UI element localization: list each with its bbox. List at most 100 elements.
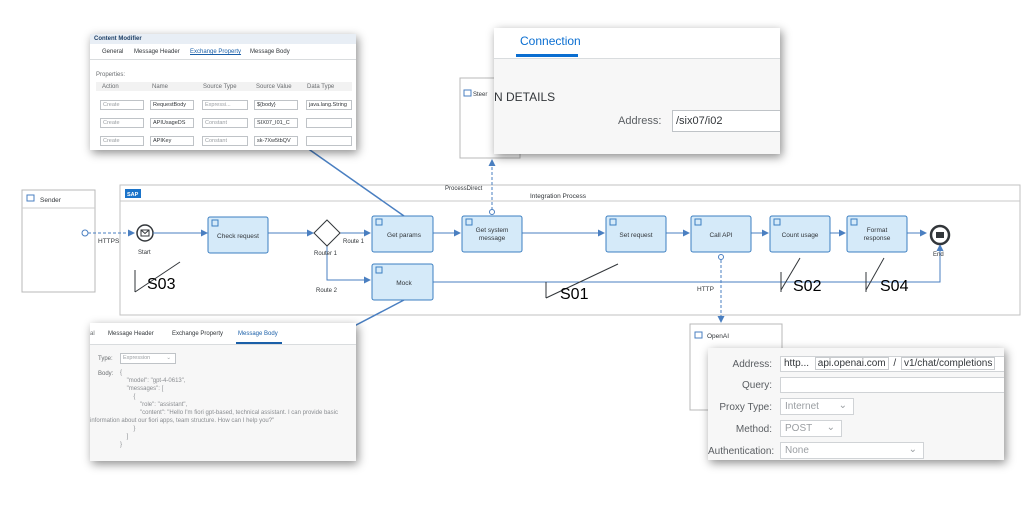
action-select[interactable]: Create [100, 136, 144, 146]
code-line: { [120, 394, 136, 400]
step-get-params[interactable]: Get params [371, 215, 434, 253]
code-line: "role": "assistant", [120, 402, 188, 408]
step-call-api[interactable]: Call API [690, 215, 752, 253]
table-header [96, 82, 352, 91]
start-label: Start [138, 250, 151, 256]
name-field[interactable]: RequestBody [150, 100, 194, 110]
address-host: api.openai.com [814, 357, 889, 370]
source-value-field[interactable]: SIX07_I01_C [254, 118, 298, 128]
route2-label: Route 2 [316, 288, 338, 294]
envelope-icon [140, 229, 150, 237]
envelope-filled-icon [936, 232, 944, 238]
callout-content-modifier [299, 142, 405, 217]
step-label: Mock [396, 280, 412, 287]
content-modifier-icon [375, 218, 383, 226]
step-label-line2: response [864, 235, 891, 242]
code-line: "model": "gpt-4-0613", [120, 378, 186, 384]
tab-message-body[interactable]: Message Body [250, 49, 290, 55]
section-title: N DETAILS [494, 90, 556, 104]
column-header: Name [152, 84, 169, 90]
tab-message-header[interactable]: Message Header [134, 49, 180, 55]
step-check-request[interactable]: Check request [207, 216, 269, 254]
column-header: Action [102, 84, 119, 90]
script-icon [211, 219, 219, 227]
code-line: "content": "Hello I'm fiori gpt-based, t… [120, 410, 338, 416]
tab-exchange-property[interactable]: Exchange Property [172, 331, 224, 337]
step-label-line2: message [479, 235, 506, 242]
tab-message-body[interactable]: Message Body [238, 331, 278, 337]
column-header: Source Type [203, 84, 237, 90]
request-reply-icon [694, 218, 702, 226]
step-count-usage[interactable]: Count usage [769, 215, 831, 253]
action-select[interactable]: Create [100, 100, 144, 110]
tab-message-header[interactable]: Message Header [108, 331, 154, 337]
type-select[interactable]: Expression ⌄ [120, 353, 176, 364]
name-field[interactable]: APIUsageDS [150, 118, 194, 128]
code-line: } [120, 426, 136, 432]
authentication-select[interactable]: None ⌄ [780, 442, 924, 459]
data-type-field[interactable] [306, 136, 352, 146]
svg-text:S02: S02 [793, 278, 822, 295]
router-label: Router 1 [314, 251, 338, 257]
type-label: Type: [98, 356, 113, 362]
step-mock[interactable]: Mock [371, 263, 434, 301]
marker-s01: S01 [545, 263, 619, 303]
chevron-down-icon: ⌄ [908, 444, 917, 455]
tab-connection[interactable]: Connection [520, 34, 581, 48]
source-value-field[interactable]: ${body} [254, 100, 298, 110]
column-header: Source Value [256, 84, 292, 90]
address-field[interactable]: http... api.openai.com / v1/chat/complet… [780, 356, 1004, 372]
body-editor[interactable]: { "model": "gpt-4-0613", "messages": [ {… [90, 369, 354, 457]
chevron-down-icon: ⌄ [826, 422, 835, 433]
step-get-system-message[interactable]: Get system message [461, 215, 523, 253]
steer-label: Steer [473, 92, 487, 98]
svg-text:S01: S01 [560, 286, 589, 303]
data-type-field[interactable] [306, 118, 352, 128]
type-select-value: Expression [123, 355, 151, 361]
step-label: Count usage [782, 232, 819, 239]
step-format-response[interactable]: Format response [846, 215, 908, 253]
sap-logo [125, 189, 141, 198]
proxy-type-label: Proxy Type: [719, 402, 772, 413]
source-type-select[interactable]: Constant [202, 136, 248, 146]
tab-general-partial[interactable]: al [90, 331, 95, 337]
source-value-field[interactable]: sk-7Xw5tbQV [254, 136, 298, 146]
process-title: Integration Process [530, 193, 587, 200]
end-label: End [933, 252, 944, 258]
code-line: information about our fiori apps, team s… [90, 418, 275, 424]
action-select[interactable]: Create [100, 118, 144, 128]
pool-icon [694, 331, 703, 339]
process-direct-label: ProcessDirect [445, 186, 483, 192]
data-type-field[interactable]: java.lang.String [306, 100, 352, 110]
sender-label: Sender [40, 197, 62, 204]
address-label: Address: [732, 359, 772, 370]
router-gateway[interactable] [313, 219, 341, 247]
proxy-type-value: Internet [785, 401, 819, 412]
marker-s04: S04 [865, 257, 909, 295]
svg-text:S03: S03 [147, 276, 176, 293]
code-line: { [120, 370, 123, 376]
pool-icon [463, 89, 472, 97]
content-modifier-panel: Content Modifier General Message Header … [90, 34, 356, 150]
code-line: "messages": [ [120, 386, 164, 392]
name-field[interactable]: APIKey [150, 136, 194, 146]
column-header: Data Type [307, 84, 335, 90]
chevron-down-icon: ⌄ [838, 400, 847, 411]
method-select[interactable]: POST ⌄ [780, 420, 842, 437]
query-field[interactable] [780, 377, 1004, 393]
proxy-type-select[interactable]: Internet ⌄ [780, 398, 854, 415]
address-scheme: http... [784, 358, 810, 369]
sap-logo-text: SAP [127, 192, 139, 198]
source-type-select[interactable]: Constant [202, 118, 248, 128]
svg-text:S04: S04 [880, 278, 909, 295]
tab-general[interactable]: General [102, 49, 124, 55]
source-type-select[interactable]: Expressi... [202, 100, 248, 110]
step-set-request[interactable]: Set request [605, 215, 667, 253]
script-icon [773, 218, 781, 226]
tab-exchange-property[interactable]: Exchange Property [190, 49, 242, 55]
address-field[interactable]: /six07/i02 [672, 110, 780, 132]
step-label: Call API [709, 232, 732, 239]
sender-pool[interactable] [21, 189, 96, 293]
step-label-line1: Format [867, 227, 888, 234]
